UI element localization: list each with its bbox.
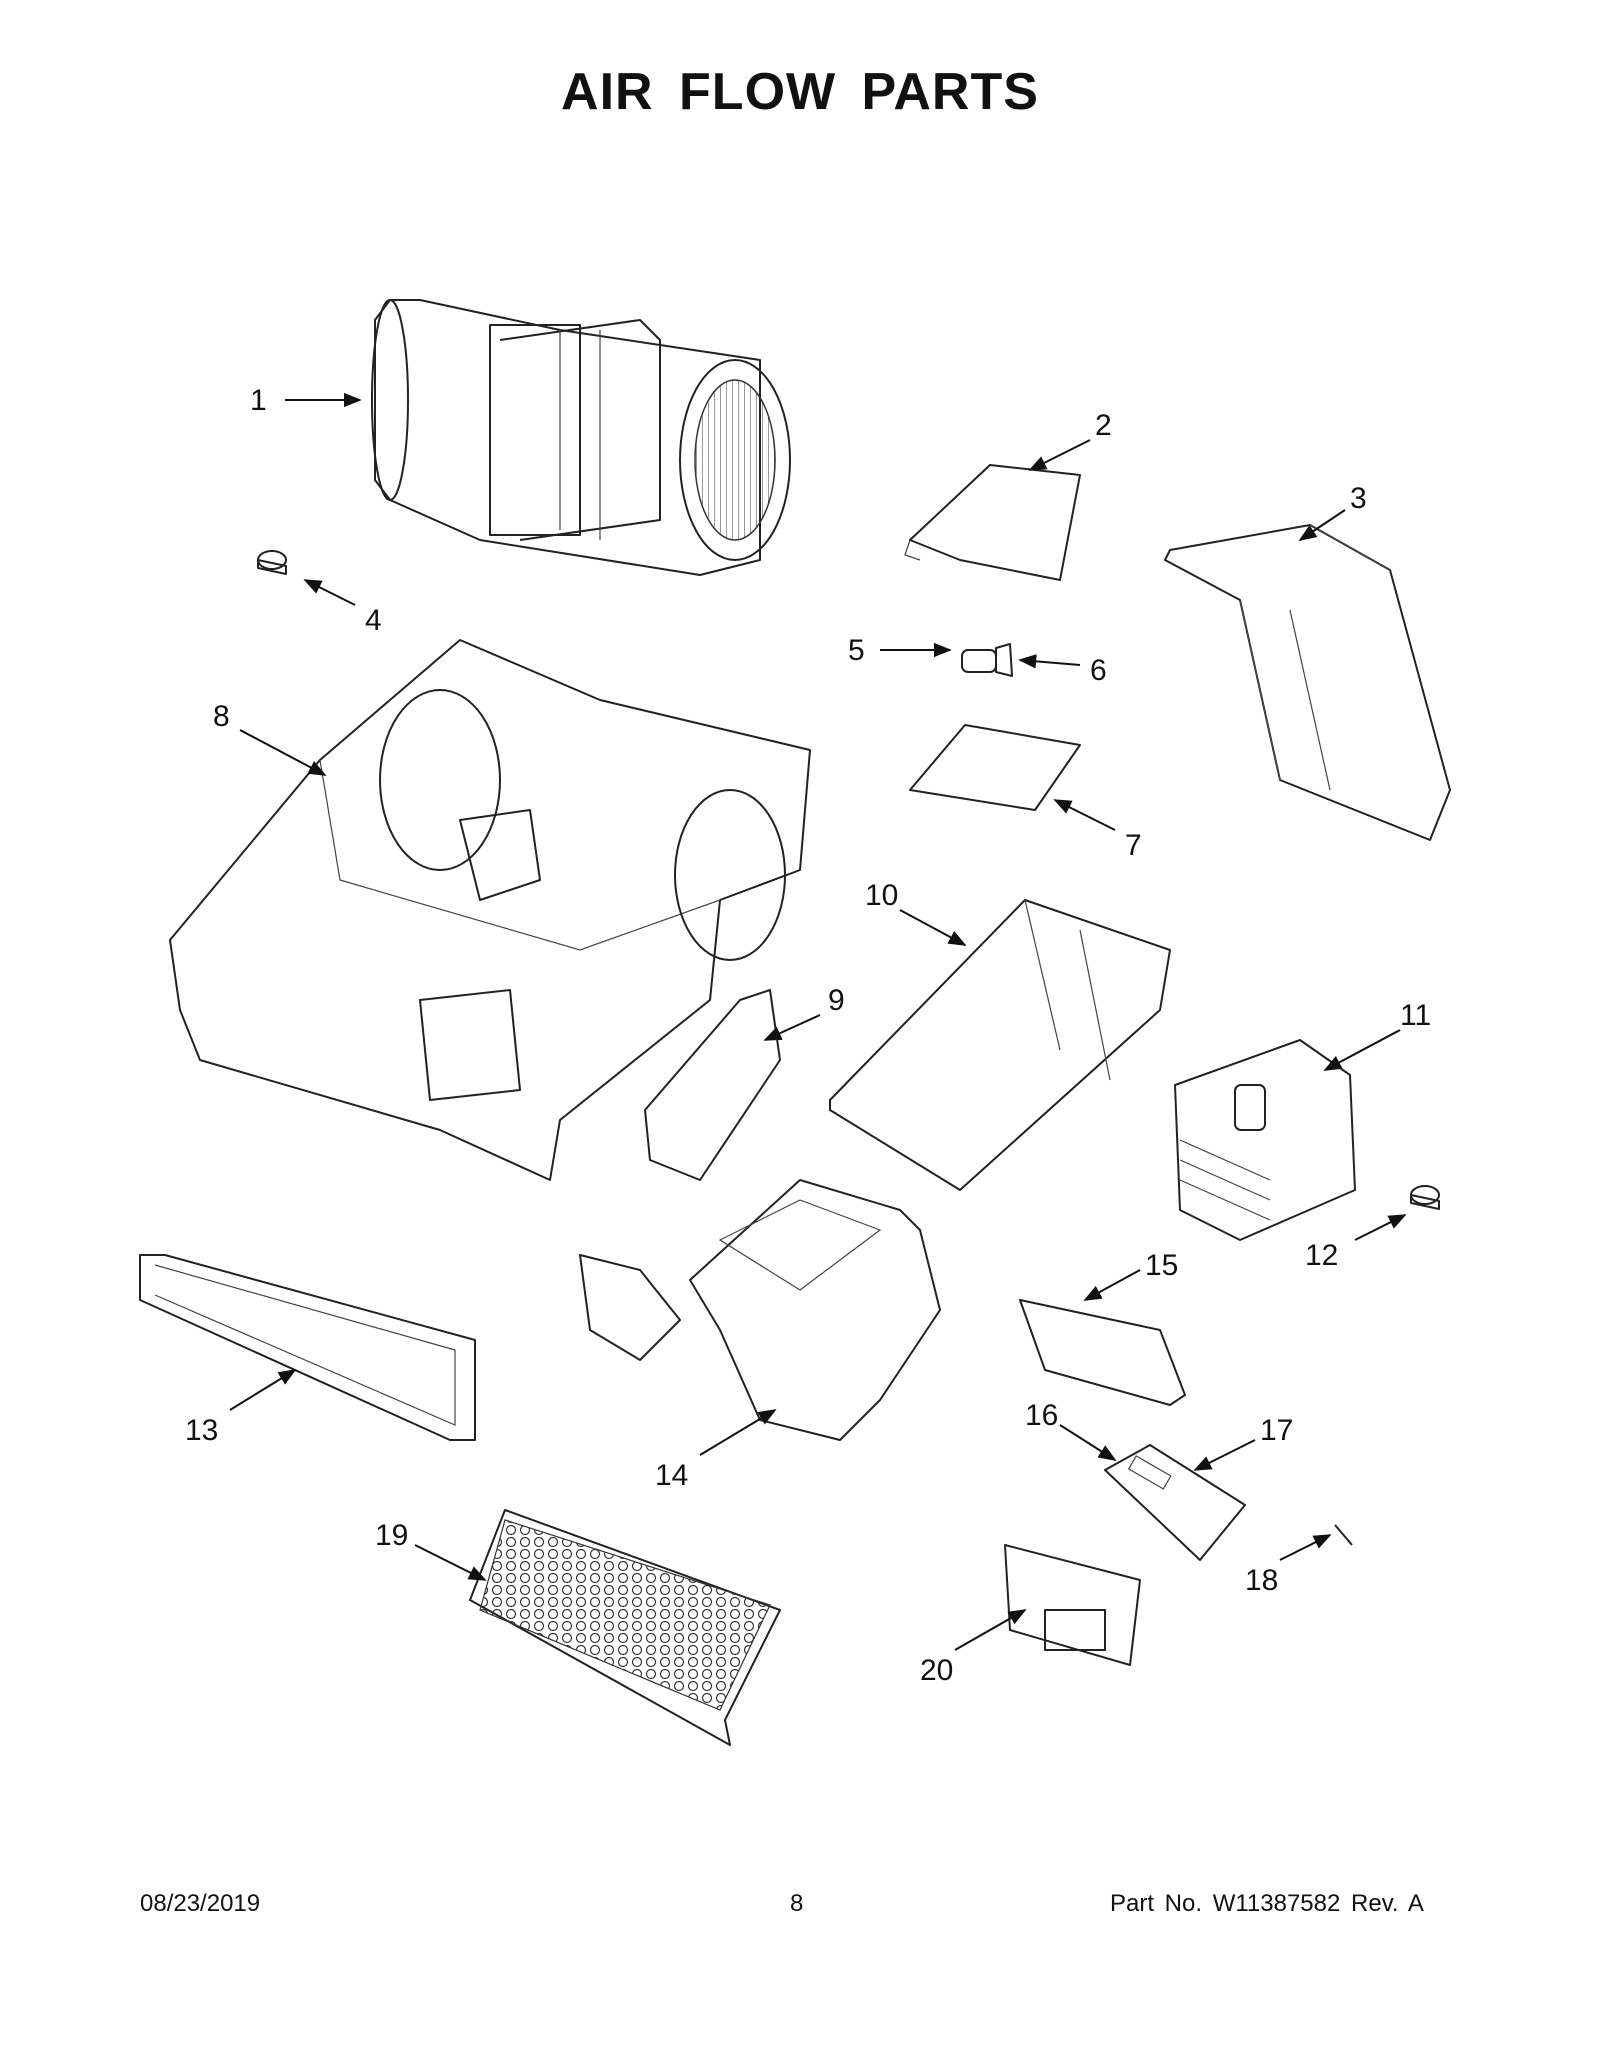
callout-12: 12 (1305, 1239, 1338, 1272)
page-title: AIR FLOW PARTS (561, 63, 1039, 121)
callout-14: 14 (655, 1459, 688, 1492)
pcb-board-part (1104, 1444, 1246, 1561)
leader-arrow-2 (1028, 439, 1091, 471)
leader-arrow-14 (699, 1409, 777, 1456)
callout-6: 6 (1090, 654, 1107, 687)
callout-10: 10 (865, 879, 898, 912)
leader-arrow-7 (1053, 799, 1116, 831)
leader-arrow-20 (954, 1609, 1027, 1651)
callout-19: 19 (375, 1519, 408, 1552)
leader-arrow-19 (414, 1544, 487, 1581)
leader-arrow-4 (303, 579, 356, 606)
control-board-part (1019, 1299, 1186, 1406)
leader-arrow-12 (1354, 1214, 1407, 1241)
callout-18: 18 (1245, 1564, 1278, 1597)
thermostat-part (257, 550, 287, 575)
air-duct-part (579, 1179, 941, 1441)
relay-board-part (1004, 1544, 1141, 1666)
fuse-part (1334, 1524, 1353, 1546)
footer-page-number: 8 (790, 1890, 804, 1917)
leader-arrow-13 (229, 1369, 297, 1411)
leader-arrow-6 (1018, 654, 1081, 669)
thermostat-2-part (1410, 1185, 1440, 1210)
magnetron-part (1174, 1039, 1356, 1241)
footer-date: 08/23/2019 (140, 1890, 261, 1917)
leader-arrow-8 (239, 729, 327, 776)
callout-5: 5 (848, 634, 865, 667)
filter-sheet-part (909, 724, 1081, 811)
air-duct-housing-part (169, 639, 811, 1181)
vent-grille-part (469, 1509, 781, 1746)
callout-labels: 1 2 3 4 5 6 7 8 9 10 11 12 13 14 15 16 1… (185, 384, 1431, 1687)
grease-filter-part (139, 1254, 476, 1441)
blower-motor-part (371, 299, 791, 576)
callout-11: 11 (1400, 999, 1431, 1032)
leader-arrow-15 (1083, 1269, 1141, 1301)
control-bracket-part (644, 989, 781, 1181)
callout-20: 20 (920, 1654, 953, 1687)
leader-arrow-3 (1298, 509, 1346, 541)
leader-arrow-16 (1059, 1424, 1117, 1461)
callout-7: 7 (1125, 829, 1142, 862)
air-guide-cover-part (829, 899, 1171, 1191)
callout-13: 13 (185, 1414, 218, 1447)
leader-arrow-10 (899, 909, 967, 946)
callout-15: 15 (1145, 1249, 1178, 1282)
callout-4: 4 (365, 604, 382, 637)
callout-8: 8 (213, 700, 230, 733)
leader-arrow-17 (1193, 1439, 1256, 1471)
mounting-bracket-part (1164, 524, 1451, 841)
callout-1: 1 (250, 384, 267, 417)
leader-arrow-18 (1279, 1534, 1332, 1561)
leader-arrows (229, 392, 1407, 1651)
callout-9: 9 (828, 984, 845, 1017)
cover-plate-part (904, 464, 1081, 581)
lamp-and-socket-part (961, 643, 1013, 677)
leader-arrow-9 (763, 1014, 821, 1041)
leader-arrow-11 (1323, 1029, 1401, 1071)
footer-part-number: Part No. W11387582 Rev. A (1110, 1890, 1424, 1917)
callout-2: 2 (1095, 409, 1112, 442)
callout-16: 16 (1025, 1399, 1058, 1432)
callout-17: 17 (1260, 1414, 1293, 1447)
callout-3: 3 (1350, 482, 1367, 515)
